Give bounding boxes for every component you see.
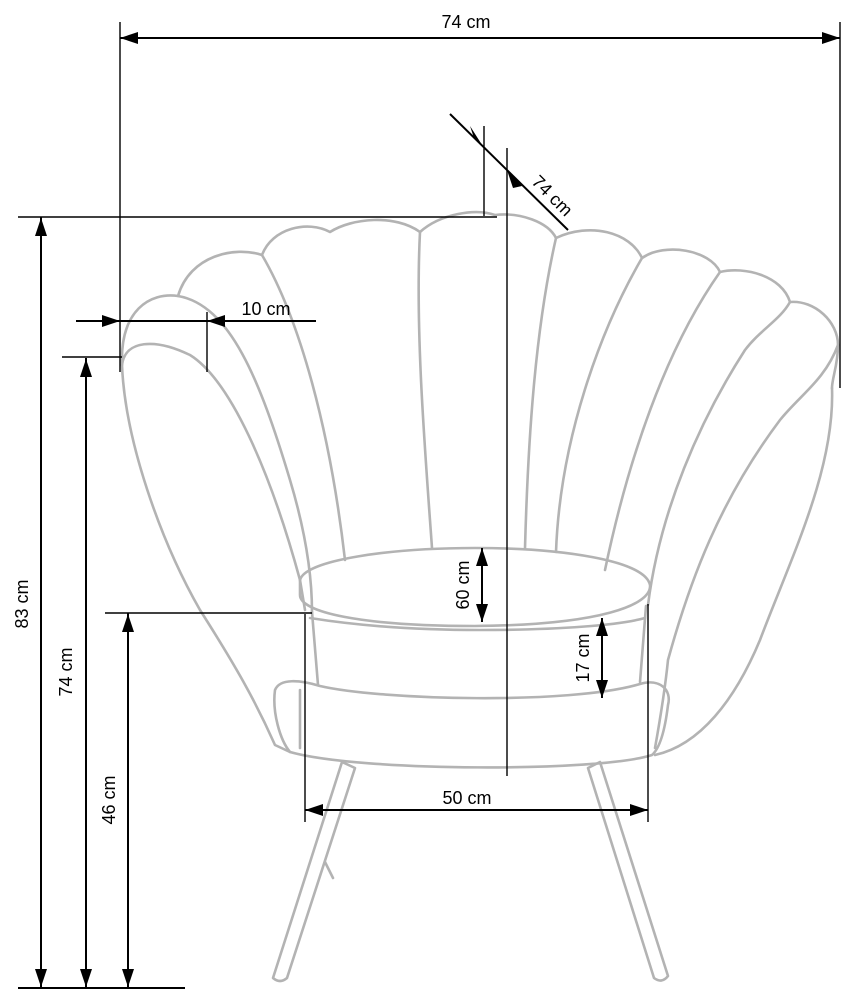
chair-back-channel-2 <box>417 230 434 550</box>
chair-armrest-right-mid <box>653 343 840 750</box>
chair-base <box>273 679 671 769</box>
chair-seat-top <box>298 546 652 628</box>
chair-cushion-front-right <box>638 604 648 684</box>
chair-armrest-left <box>120 294 314 614</box>
chair-armrest-left-outer <box>120 363 292 754</box>
dimension-lines <box>18 22 841 989</box>
label-armrest-width: 10 cm <box>241 299 290 319</box>
label-seat-width: 50 cm <box>442 788 491 808</box>
chair-leg-back-left <box>323 860 335 880</box>
dim-depth-line <box>449 113 569 231</box>
chair-seat-front-line <box>308 616 647 632</box>
label-seat-height: 46 cm <box>99 775 119 824</box>
chair-armrest-right-inner <box>646 300 792 607</box>
label-armrest-height: 74 cm <box>56 647 76 696</box>
label-depth: 74 cm <box>528 171 577 220</box>
chair-back-channel-1 <box>260 253 347 562</box>
chair-cushion-front-left <box>310 610 320 687</box>
chair-leg-left <box>271 760 357 983</box>
chair-back-channel-4 <box>603 270 722 572</box>
chair-back-shell <box>176 210 840 390</box>
label-overall-width: 74 cm <box>441 12 490 32</box>
chair-leg-right <box>586 760 670 982</box>
dimension-labels: 74 cm 74 cm 10 cm 83 cm 74 cm 46 cm 60 c… <box>12 12 593 825</box>
chair-back-channel-3 <box>523 236 558 550</box>
label-total-height: 83 cm <box>12 579 32 628</box>
label-cushion-thickness: 17 cm <box>573 633 593 682</box>
chair-armrest-right <box>653 386 834 757</box>
label-seat-depth: 60 cm <box>453 560 473 609</box>
chair-back-channel-5 <box>554 256 644 554</box>
chair-armrest-left-inner <box>120 342 307 612</box>
chair-drawing <box>120 210 840 983</box>
